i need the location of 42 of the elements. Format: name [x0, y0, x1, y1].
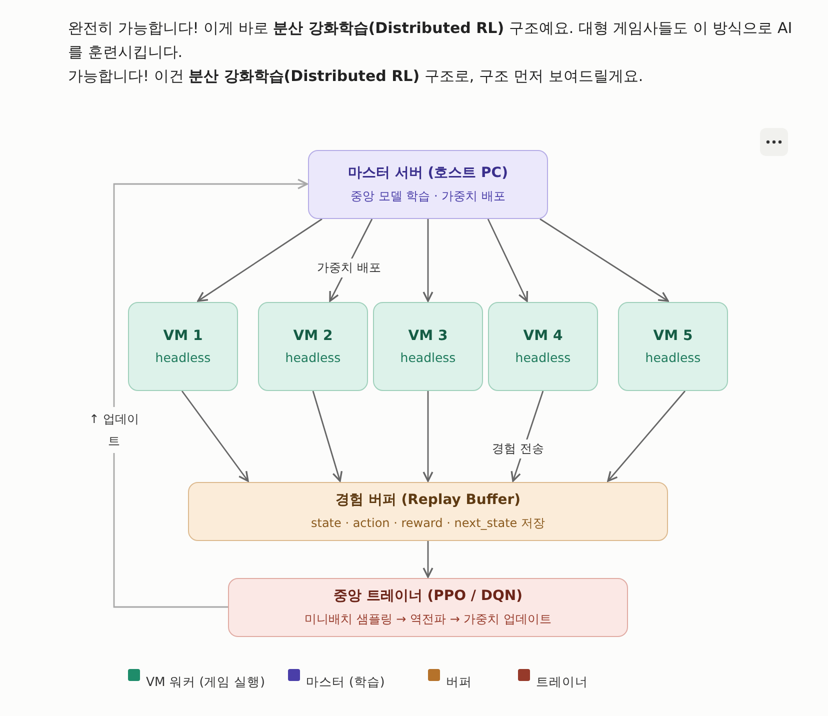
box-title: VM 5 — [653, 328, 693, 344]
box-subtitle: 미니배치 샘플링 → 역전파 → 가중치 업데이트 — [304, 611, 552, 628]
box-title: VM 3 — [408, 328, 448, 344]
worker-box — [258, 302, 368, 391]
buffer-box — [188, 482, 668, 541]
worker-box — [488, 302, 598, 391]
arrow — [181, 390, 249, 482]
edge-label: 경험 전송 — [490, 440, 546, 458]
arrow — [312, 390, 343, 482]
box-subtitle: headless — [400, 350, 456, 365]
arrow — [422, 391, 434, 482]
feedback-arrow — [113, 178, 308, 608]
arrow — [422, 541, 434, 578]
box-subtitle: headless — [285, 350, 341, 365]
edge-label: 가중치 배포 — [315, 258, 383, 278]
box-title: 중앙 트레이너 (PPO / DQN) — [333, 587, 523, 605]
box-title: 경험 버퍼 (Replay Buffer) — [335, 491, 521, 509]
box-subtitle: headless — [645, 350, 701, 365]
paragraph: 가능합니다! 이건 분산 강화학습(Distributed RL) 구조로, 구조 먼저 보여드릴게요. — [68, 66, 644, 87]
arrow — [540, 218, 669, 302]
box-title: VM 1 — [163, 328, 203, 344]
box-subtitle: 중앙 모델 학습 · 가중치 배포 — [350, 188, 506, 205]
box-title: 마스터 서버 (호스트 PC) — [348, 164, 508, 182]
legend-label: 마스터 (학습) — [306, 674, 385, 691]
box-subtitle: headless — [155, 350, 211, 365]
arrow — [197, 218, 322, 302]
box-title: VM 4 — [523, 328, 563, 344]
worker-box — [373, 302, 483, 391]
legend-label: VM 워커 (게임 실행) — [146, 674, 266, 691]
box-title: VM 2 — [293, 328, 333, 344]
arrow — [487, 218, 528, 302]
legend-label: 트레이너 — [536, 674, 588, 691]
paragraph: 완전히 가능합니다! 이게 바로 분산 강화학습(Distributed RL) 구조예요. 대형 게임사들도 이 방식으로 AI를 훈련시킵니다. — [68, 18, 794, 63]
trainer-box — [228, 578, 628, 637]
legend-label: 버퍼 — [446, 674, 472, 691]
server-box — [308, 150, 548, 219]
worker-box — [128, 302, 238, 391]
worker-box — [618, 302, 728, 391]
arrow — [607, 390, 686, 482]
box-subtitle: state · action · reward · next_state 저장 — [310, 515, 546, 532]
arrow — [422, 219, 434, 302]
box-subtitle: headless — [515, 350, 571, 365]
